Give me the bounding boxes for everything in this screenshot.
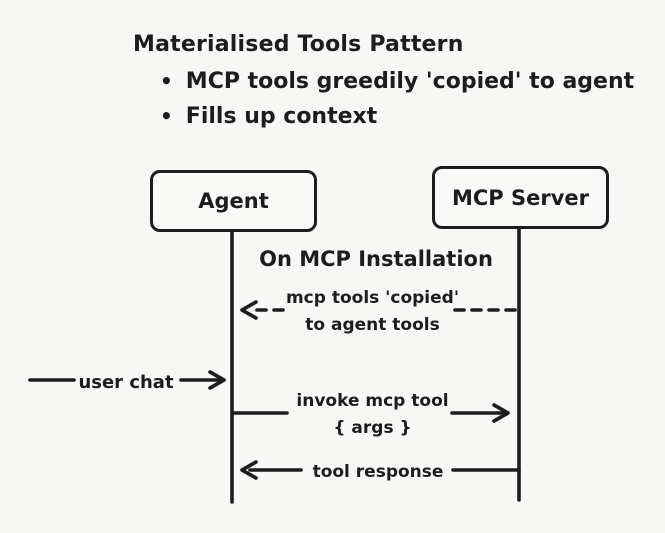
bullet-icon: • bbox=[160, 104, 173, 128]
actor-label: Agent bbox=[198, 189, 269, 213]
tool-response-arrow bbox=[240, 460, 521, 480]
message-line: tool response bbox=[312, 462, 444, 482]
bullet-icon: • bbox=[160, 69, 173, 93]
message-line: to agent tools bbox=[305, 315, 440, 335]
page-title: Materialised Tools Pattern bbox=[133, 32, 464, 57]
tool-response-arrowhead-icon bbox=[240, 460, 258, 480]
message-label-user-chat: user chat bbox=[74, 369, 178, 396]
actor-box-agent: Agent bbox=[150, 170, 317, 232]
actor-box-mcp-server: MCP Server bbox=[432, 166, 609, 229]
bullet-text: MCP tools greedily 'copied' to agent bbox=[185, 69, 635, 94]
message-label-tools-copied: mcp tools 'copied' to agent tools bbox=[255, 285, 490, 339]
actor-label: MCP Server bbox=[451, 185, 590, 210]
list-item: • MCP tools greedily 'copied' to agent bbox=[160, 64, 634, 99]
section-label: On MCP Installation bbox=[259, 247, 493, 271]
list-item: • Fills up context bbox=[160, 99, 634, 134]
message-line: { args } bbox=[333, 418, 412, 438]
user-chat-arrowhead-icon bbox=[208, 370, 226, 390]
message-label-invoke-tool: invoke mcp tool { args } bbox=[255, 388, 490, 442]
bullet-text: Fills up context bbox=[185, 104, 378, 129]
message-line: user chat bbox=[78, 372, 174, 393]
message-line: mcp tools 'copied' bbox=[285, 288, 460, 308]
message-label-tool-response: tool response bbox=[298, 459, 458, 486]
message-line: invoke mcp tool bbox=[296, 391, 449, 411]
invoke-tool-arrowhead-icon bbox=[492, 403, 510, 423]
tools-copied-arrow bbox=[240, 300, 519, 320]
tools-copied-arrowhead-icon bbox=[240, 300, 258, 320]
user-chat-arrow bbox=[28, 370, 226, 390]
bullet-list: • MCP tools greedily 'copied' to agent •… bbox=[160, 64, 634, 134]
invoke-tool-arrow bbox=[231, 403, 510, 423]
